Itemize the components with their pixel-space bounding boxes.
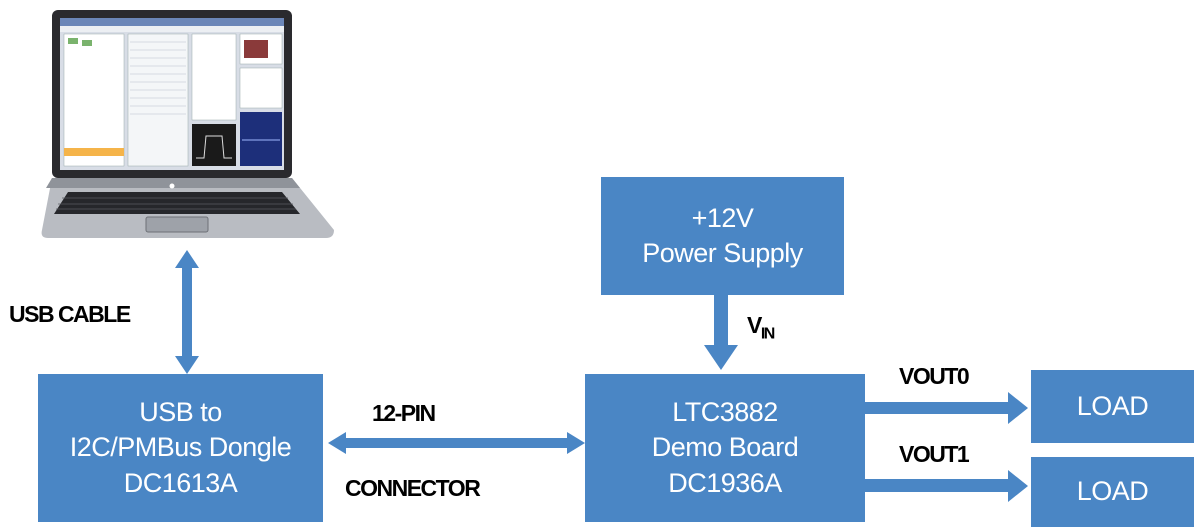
pin12-label: 12-PIN xyxy=(372,400,436,426)
load1-box: LOAD xyxy=(1031,457,1194,527)
usb-cable-arrow xyxy=(175,250,199,374)
laptop-keyboard xyxy=(54,192,300,214)
load0-label: LOAD xyxy=(1076,390,1149,421)
vin-label: VIN xyxy=(747,312,776,344)
power-supply-box: +12V Power Supply xyxy=(601,177,844,295)
dongle-part-number: DC1613A xyxy=(123,467,238,498)
dongle-line1: USB to xyxy=(139,397,222,428)
vin-arrow xyxy=(704,295,738,370)
load1-label: LOAD xyxy=(1076,476,1149,507)
demo-board-box: LTC3882 Demo Board DC1936A xyxy=(585,374,865,522)
vin-subscript: IN xyxy=(760,325,776,343)
vout1-label: VOUT1 xyxy=(899,441,970,467)
laptop-computer-icon xyxy=(41,10,334,238)
power-supply-voltage: +12V xyxy=(691,202,754,233)
demo-board-label: Demo Board xyxy=(651,432,799,463)
dongle-box: USB to I2C/PMBus Dongle DC1613A xyxy=(38,374,323,522)
vout0-label: VOUT0 xyxy=(899,363,970,389)
vout0-arrow xyxy=(865,392,1028,424)
usb-cable-label: USB CABLE xyxy=(9,301,131,327)
load0-box: LOAD xyxy=(1031,370,1194,443)
dongle-line2: I2C/PMBus Dongle xyxy=(69,432,292,463)
demo-board-chip: LTC3882 xyxy=(672,397,778,428)
vin-main: V xyxy=(747,312,762,338)
demo-board-part-number: DC1936A xyxy=(668,467,782,498)
connector-arrow xyxy=(328,432,585,454)
power-supply-label: Power Supply xyxy=(642,238,803,268)
connector-label: CONNECTOR xyxy=(345,475,481,501)
vout1-arrow xyxy=(865,470,1028,502)
laptop-touchpad xyxy=(145,216,209,233)
